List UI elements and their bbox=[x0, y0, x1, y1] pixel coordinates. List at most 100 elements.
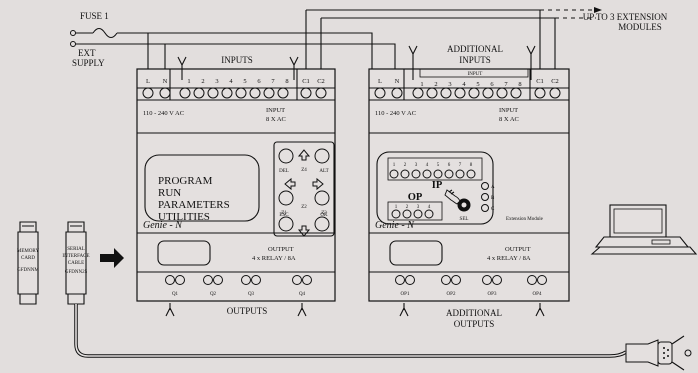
ip-led-label: 6 bbox=[448, 163, 451, 168]
ip-led bbox=[422, 169, 432, 179]
relay-terminal[interactable] bbox=[302, 275, 312, 285]
ext-terminal[interactable] bbox=[391, 87, 403, 99]
main-terminal-label: 7 bbox=[271, 78, 275, 85]
ext-terminal-label: N bbox=[395, 78, 400, 85]
sel-button-center bbox=[461, 202, 467, 208]
serial-cable-line-2: INTERFACE bbox=[62, 254, 89, 259]
main-terminal[interactable] bbox=[249, 87, 261, 99]
ext-supply-line-2: SUPPLY bbox=[72, 58, 105, 68]
main-terminal[interactable] bbox=[277, 87, 289, 99]
relay-label: OP4 bbox=[533, 292, 542, 297]
ext-terminal[interactable] bbox=[440, 87, 452, 99]
ext-terminal[interactable] bbox=[496, 87, 508, 99]
op-led-label: 3 bbox=[417, 205, 420, 210]
ext-terminal[interactable] bbox=[534, 87, 546, 99]
relay-terminal[interactable] bbox=[482, 275, 492, 285]
main-terminal-label: L bbox=[146, 78, 150, 85]
key-label-z4: Z4 bbox=[301, 168, 307, 173]
lcd-screen bbox=[144, 154, 260, 222]
menu-item-program[interactable]: PROGRAM bbox=[158, 175, 213, 187]
arrow-up-button[interactable] bbox=[297, 149, 311, 161]
supply-terminal-neutral bbox=[70, 41, 76, 47]
ext-terminal-label: C2 bbox=[551, 78, 559, 85]
main-terminal[interactable] bbox=[179, 87, 191, 99]
ext-brand-label: Genie - N bbox=[375, 220, 415, 231]
relay-terminal[interactable] bbox=[292, 275, 302, 285]
ext-terminal[interactable] bbox=[374, 87, 386, 99]
side-led-label: A bbox=[491, 185, 495, 190]
main-programming-port bbox=[157, 240, 211, 266]
relay-terminal[interactable] bbox=[213, 275, 223, 285]
relay-terminal[interactable] bbox=[492, 275, 502, 285]
relay-terminal[interactable] bbox=[395, 275, 405, 285]
ext-terminal-label: 7 bbox=[504, 81, 508, 88]
key-label-ok: OK bbox=[320, 213, 328, 218]
main-terminal-label: 2 bbox=[201, 78, 204, 85]
main-input-spec-line-2: 8 X AC bbox=[266, 116, 286, 123]
relay-terminal[interactable] bbox=[251, 275, 261, 285]
main-terminal[interactable] bbox=[159, 87, 171, 99]
relay-terminal[interactable] bbox=[203, 275, 213, 285]
del-button[interactable] bbox=[278, 148, 294, 164]
main-terminal-label: 5 bbox=[243, 78, 246, 85]
serial-interface-cable: SERIAL INTERFACE CABLE GFDNN25 bbox=[62, 221, 627, 358]
ext-input-band: INPUT bbox=[468, 72, 483, 77]
ext-terminal[interactable] bbox=[412, 87, 424, 99]
z3-button[interactable] bbox=[314, 190, 330, 206]
main-terminal[interactable] bbox=[193, 87, 205, 99]
alt-button[interactable] bbox=[314, 148, 330, 164]
ext-input-spec-line-1: INPUT bbox=[499, 107, 518, 114]
z1-button[interactable] bbox=[278, 190, 294, 206]
menu-item-utilities[interactable]: UTILITIES bbox=[158, 211, 210, 223]
memory-card-line-1: MEMORY bbox=[17, 249, 40, 254]
ext-terminal[interactable] bbox=[454, 87, 466, 99]
relay-terminal[interactable] bbox=[241, 275, 251, 285]
main-terminal[interactable] bbox=[221, 87, 233, 99]
main-relay-outputs: Q1 Q2 Q3 Q4 bbox=[165, 275, 312, 297]
arrow-right-button[interactable] bbox=[312, 177, 324, 191]
main-brand-label: Genie - N bbox=[143, 220, 183, 231]
ext-outputs-title-line-2: OUTPUTS bbox=[454, 319, 495, 329]
ext-terminal[interactable] bbox=[510, 87, 522, 99]
op-led-label: 1 bbox=[395, 205, 398, 210]
ip-led bbox=[389, 169, 399, 179]
relay-terminal[interactable] bbox=[175, 275, 185, 285]
relay-terminal[interactable] bbox=[405, 275, 415, 285]
ext-terminal-label: 8 bbox=[518, 81, 521, 88]
menu-item-run[interactable]: RUN bbox=[158, 187, 181, 199]
ext-output-spec-line-2: 4 x RELAY / 8A bbox=[487, 255, 531, 262]
ok-button[interactable] bbox=[314, 216, 330, 232]
op-led bbox=[424, 209, 434, 219]
relay-label: OP1 bbox=[401, 292, 410, 297]
ext-title-line-2: INPUTS bbox=[459, 55, 491, 65]
arrow-left-button[interactable] bbox=[284, 177, 296, 191]
key-label-alt: ALT bbox=[319, 169, 328, 174]
ext-relay-outputs: OP1 OP2 OP3 OP4 bbox=[395, 275, 547, 297]
extension-note-line-1: UP TO 3 EXTENSION bbox=[583, 12, 668, 22]
arrow-down-button[interactable] bbox=[297, 225, 311, 237]
main-terminal[interactable] bbox=[315, 87, 327, 99]
main-terminal[interactable] bbox=[235, 87, 247, 99]
ext-terminal[interactable] bbox=[549, 87, 561, 99]
main-terminal[interactable] bbox=[142, 87, 154, 99]
menu-item-parameters[interactable]: PARAMETERS bbox=[158, 199, 230, 211]
ext-terminal-label: 6 bbox=[490, 81, 494, 88]
side-led bbox=[481, 204, 489, 212]
ext-terminal-strip: L N 1 2 3 4 5 6 7 8 C1 C2 bbox=[374, 78, 561, 99]
relay-terminal[interactable] bbox=[165, 275, 175, 285]
main-terminal[interactable] bbox=[207, 87, 219, 99]
ext-terminal[interactable] bbox=[482, 87, 494, 99]
main-terminal[interactable] bbox=[300, 87, 312, 99]
relay-terminal[interactable] bbox=[451, 275, 461, 285]
ip-led bbox=[444, 169, 454, 179]
ext-terminal[interactable] bbox=[426, 87, 438, 99]
relay-terminal[interactable] bbox=[537, 275, 547, 285]
ext-terminal[interactable] bbox=[468, 87, 480, 99]
op-label: OP bbox=[408, 192, 423, 203]
esc-button[interactable] bbox=[278, 216, 294, 232]
key-label-del: DEL bbox=[279, 169, 289, 174]
relay-terminal[interactable] bbox=[441, 275, 451, 285]
ext-output-spec-line-1: OUTPUT bbox=[505, 246, 531, 253]
relay-terminal[interactable] bbox=[527, 275, 537, 285]
main-terminal[interactable] bbox=[263, 87, 275, 99]
